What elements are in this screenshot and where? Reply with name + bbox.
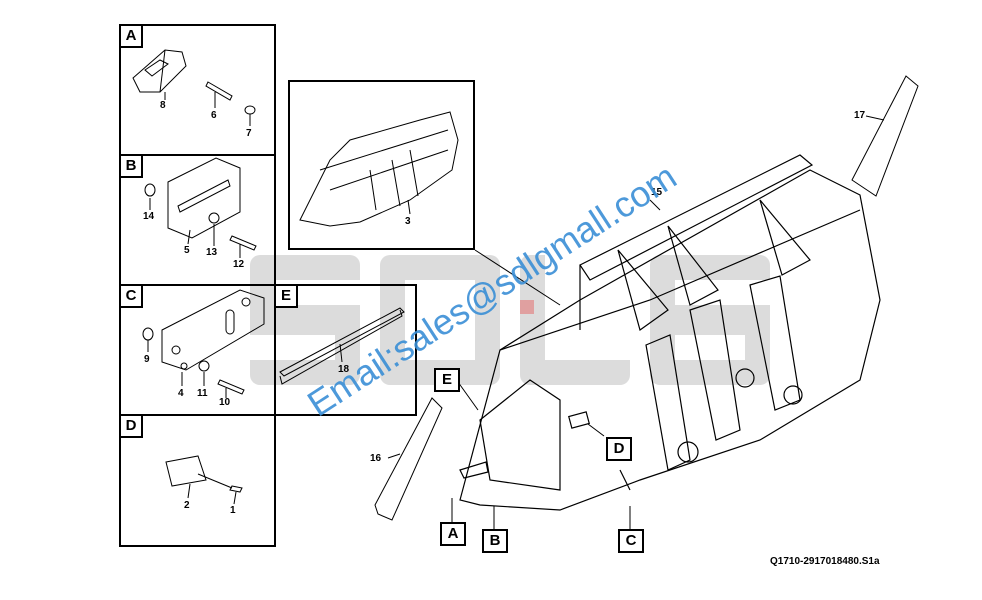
- bucket-detail-drawing: [299, 111, 459, 227]
- part-number-2: 2: [184, 500, 190, 511]
- callout-d: D: [606, 437, 632, 461]
- part-number-14: 14: [143, 211, 155, 222]
- part-number-9: 9: [144, 354, 150, 365]
- panel-d-label: D: [121, 416, 143, 438]
- wear-plate-17: [851, 75, 919, 197]
- part-number-16: 16: [370, 453, 382, 464]
- panel-detail: [288, 80, 475, 250]
- callout-e: E: [434, 368, 460, 392]
- callout-b: B: [482, 529, 508, 553]
- plate-b-drawing: [144, 157, 257, 258]
- part-number-3: 3: [405, 216, 411, 227]
- reference-code: Q1710-2917018480.S1a: [770, 556, 880, 567]
- side-cutter-16: [374, 397, 443, 521]
- plate-c-drawing: [142, 289, 265, 398]
- panel-b-label: B: [121, 156, 143, 178]
- panel-a-label: A: [121, 26, 143, 48]
- part-number-18: 18: [338, 364, 350, 375]
- part-number-10: 10: [219, 397, 231, 408]
- part-number-5: 5: [184, 245, 190, 256]
- part-number-17: 17: [854, 110, 866, 121]
- panel-c-label: C: [121, 286, 143, 308]
- panel-e-label: E: [276, 286, 298, 308]
- panel-d: D: [119, 414, 276, 547]
- part-number-8: 8: [160, 100, 166, 111]
- part-number-6: 6: [211, 110, 217, 121]
- part-number-11: 11: [197, 388, 208, 399]
- main-bucket-drawing: [459, 154, 881, 511]
- callout-c: C: [618, 529, 644, 553]
- callout-a: A: [440, 522, 466, 546]
- part-number-4: 4: [178, 388, 184, 399]
- part-number-1: 1: [230, 505, 236, 516]
- part-number-7: 7: [246, 128, 252, 139]
- tooth-drawing: [132, 49, 256, 126]
- part-number-13: 13: [206, 247, 218, 258]
- part-number-12: 12: [233, 259, 245, 270]
- plate-d-drawing: [165, 455, 243, 505]
- panel-e: E: [274, 284, 417, 416]
- part-number-15: 15: [651, 187, 663, 198]
- cutting-edge-drawing: [279, 307, 405, 385]
